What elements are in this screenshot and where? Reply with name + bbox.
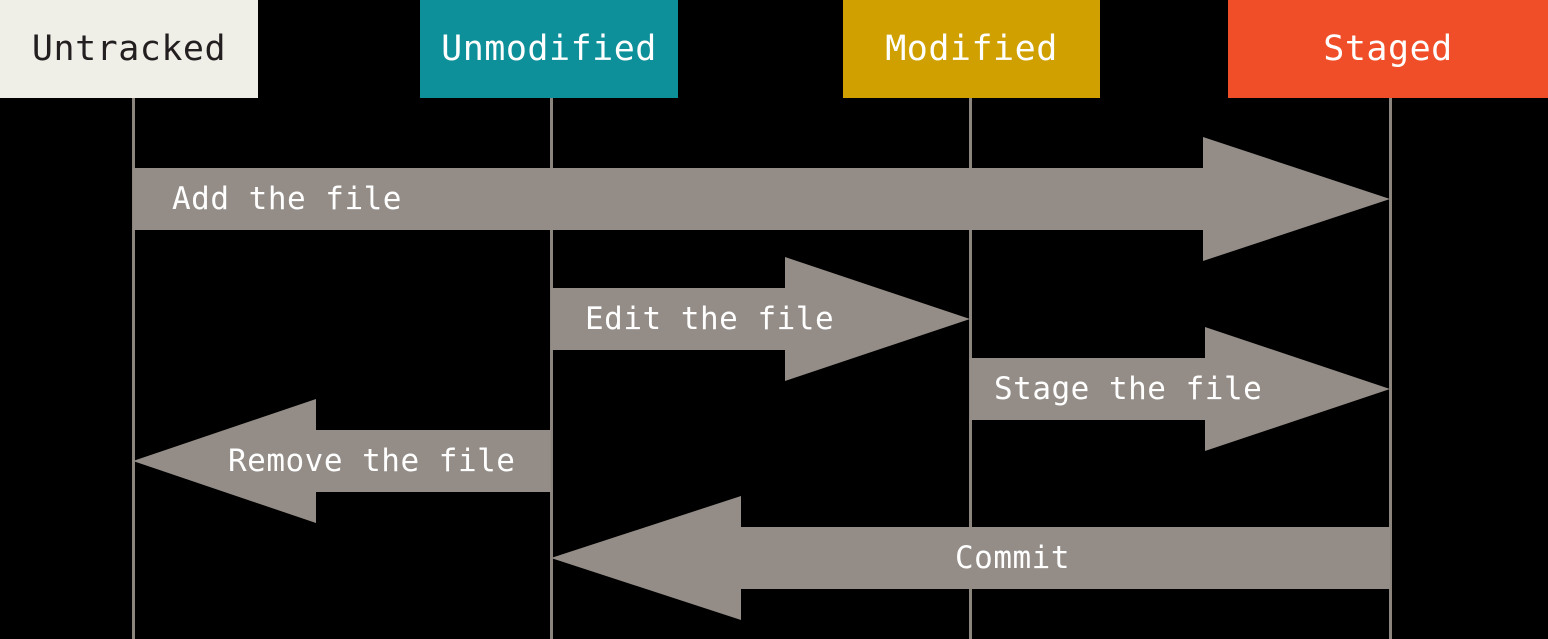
arrow-left-shape-commit (551, 496, 1390, 620)
arrow-left-shape-remove (133, 399, 551, 523)
arrow-right-shape-add (133, 137, 1390, 261)
lifeline-staged (1389, 98, 1392, 639)
state-box-untracked: Untracked (0, 0, 258, 98)
arrow-right-shape-stage (970, 327, 1390, 451)
lifeline-untracked (132, 98, 135, 639)
transition-arrow-remove (133, 399, 551, 523)
state-label-unmodified: Unmodified (441, 28, 657, 69)
arrow-right-shape-edit (551, 257, 970, 381)
state-label-modified: Modified (885, 28, 1058, 69)
state-label-staged: Staged (1323, 28, 1453, 69)
state-box-staged: Staged (1228, 0, 1548, 98)
state-box-modified: Modified (843, 0, 1100, 98)
state-label-untracked: Untracked (31, 28, 227, 69)
transition-arrow-stage (970, 327, 1390, 451)
transition-arrow-edit (551, 257, 970, 381)
lifeline-unmodified (550, 98, 553, 639)
transition-arrow-commit (551, 496, 1390, 620)
state-box-unmodified: Unmodified (420, 0, 678, 98)
transition-arrow-add (133, 137, 1390, 261)
